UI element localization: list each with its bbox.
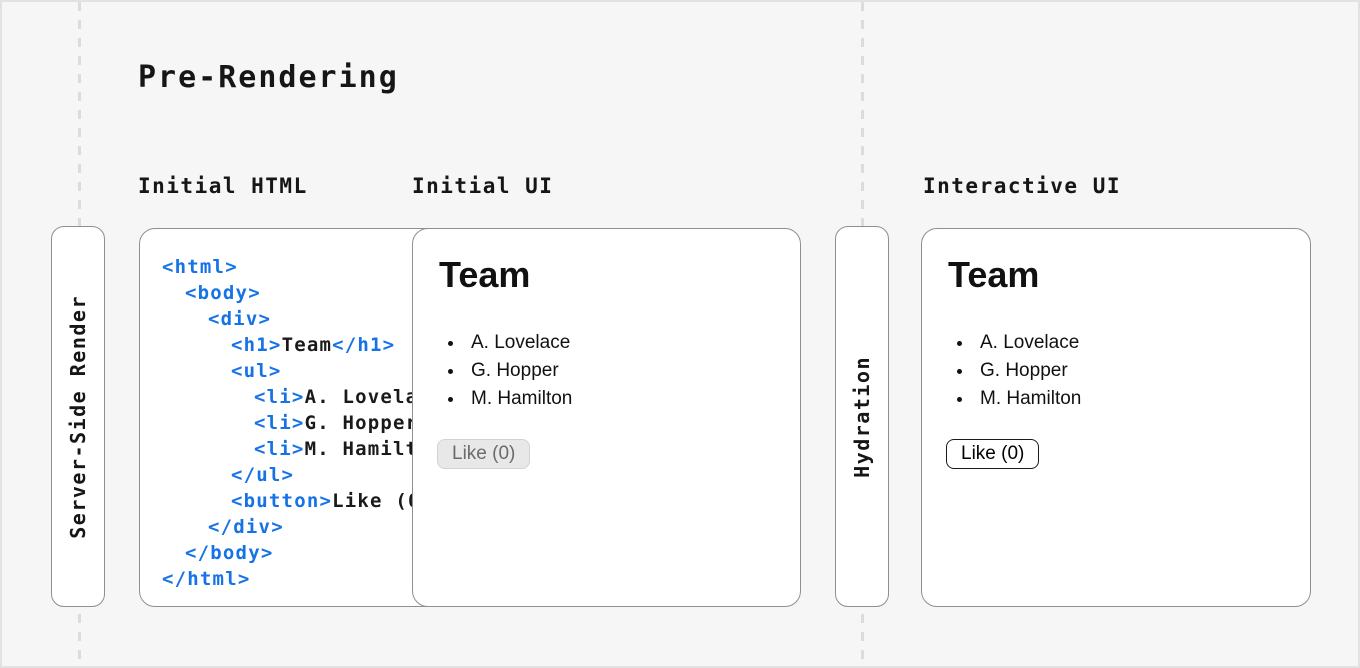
team-heading: Team — [439, 254, 531, 295]
diagram-title: Pre-Rendering — [138, 60, 399, 95]
code-line: <h1>Team</h1> — [231, 334, 396, 356]
column-label-initial-html: Initial HTML — [138, 174, 308, 198]
code-line: <ul> — [231, 360, 282, 382]
like-button-disabled: Like (0) — [437, 439, 531, 469]
code-line: <html> — [162, 256, 238, 278]
team-member-list: A. LovelaceG. HopperM. Hamilton — [948, 329, 1284, 413]
team-member-item: A. Lovelace — [974, 329, 1284, 357]
column-label-interactive-ui: Interactive UI — [923, 174, 1122, 198]
like-button[interactable]: Like (0) — [946, 439, 1040, 469]
hydration-step-box: Hydration — [835, 226, 889, 607]
team-member-item: A. Lovelace — [465, 329, 774, 357]
team-member-item: M. Hamilton — [465, 385, 774, 413]
server-side-render-step-box: Server-Side Render — [51, 226, 105, 607]
team-member-item: G. Hopper — [465, 357, 774, 385]
team-heading: Team — [948, 254, 1040, 295]
server-side-render-label: Server-Side Render — [66, 294, 90, 539]
team-member-list: A. LovelaceG. HopperM. Hamilton — [439, 329, 774, 413]
code-line: <body> — [185, 282, 261, 304]
code-line: </div> — [208, 516, 284, 538]
initial-ui-panel: Team A. LovelaceG. HopperM. Hamilton Lik… — [412, 228, 801, 607]
interactive-ui-panel: Team A. LovelaceG. HopperM. Hamilton Lik… — [921, 228, 1311, 607]
code-line: </ul> — [231, 464, 295, 486]
code-line: </body> — [185, 542, 274, 564]
team-member-item: G. Hopper — [974, 357, 1284, 385]
column-label-initial-ui: Initial UI — [412, 174, 554, 198]
hydration-label: Hydration — [850, 355, 874, 478]
team-member-item: M. Hamilton — [974, 385, 1284, 413]
code-line: </html> — [162, 568, 251, 590]
code-line: <div> — [208, 308, 272, 330]
